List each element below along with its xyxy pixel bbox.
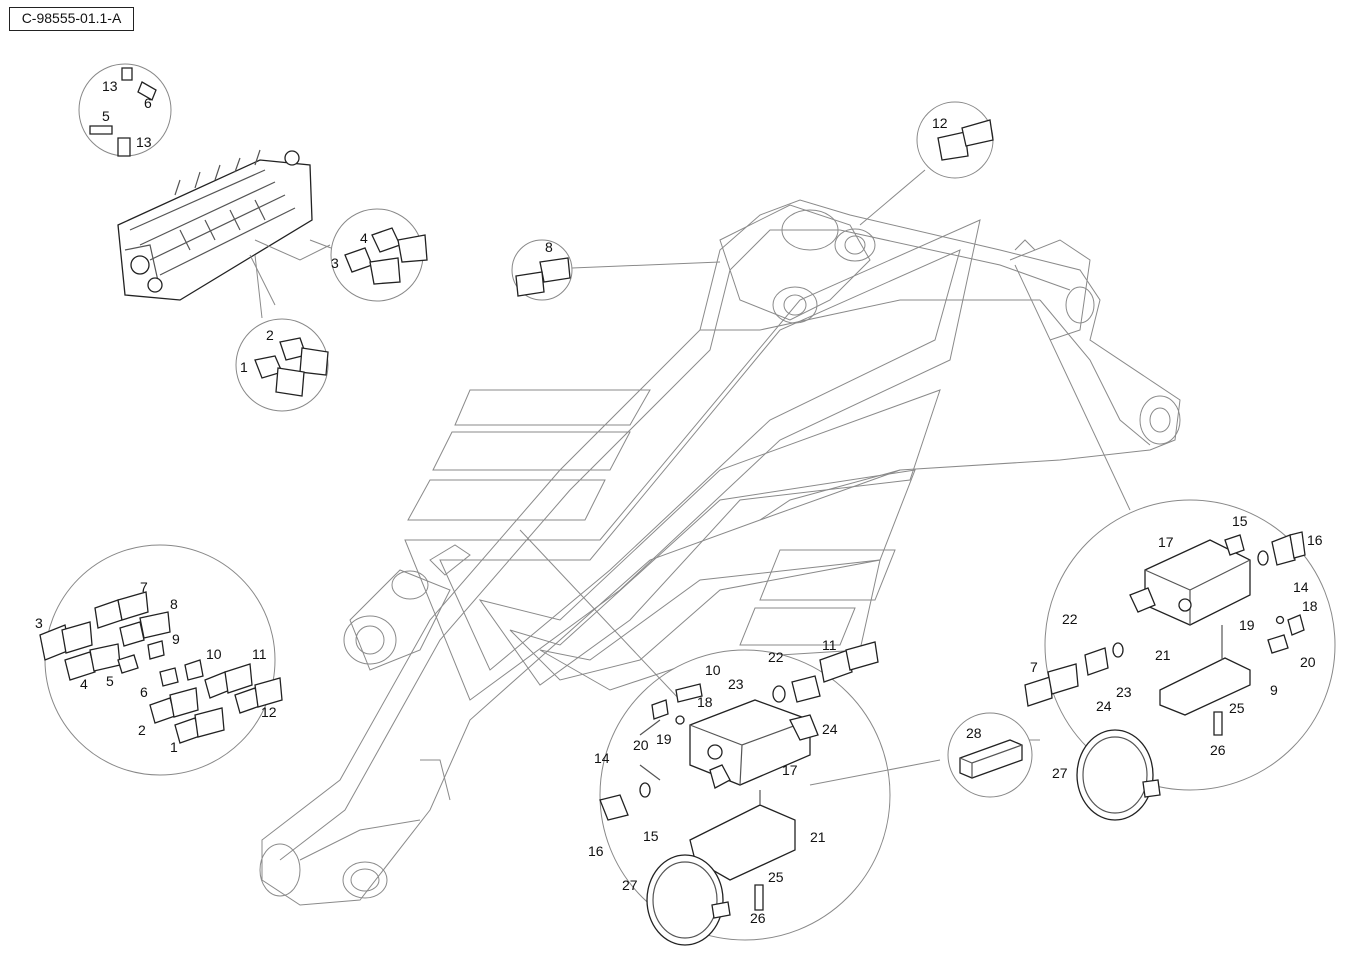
callout-5-top: 5: [102, 108, 110, 124]
callout-3-upper: 3: [331, 255, 339, 271]
callout-23-right: 23: [1116, 684, 1132, 700]
callout-12-left: 12: [261, 704, 277, 720]
callout-8-left: 8: [170, 596, 178, 612]
detail-circle-valve-middle: 10 11 22 18 23 24 20 19 14 17 15 16 21 2…: [519, 529, 941, 946]
detail-circle-hose-12: 12: [859, 101, 994, 226]
callout-3-left: 3: [35, 615, 43, 631]
callout-18-mid: 18: [697, 694, 713, 710]
detail-circle-hoses-1-2: 2 1: [235, 318, 329, 412]
callout-17-mid: 17: [782, 762, 798, 778]
callout-14-mid: 14: [594, 750, 610, 766]
callout-16-mid: 16: [588, 843, 604, 859]
callout-21-mid: 21: [810, 829, 826, 845]
callout-10-mid: 10: [705, 662, 721, 678]
detail-circle-valve-right: 17 15 16 14 18 22 19 20 7 21 24 23 9 25 …: [1000, 264, 1336, 821]
callout-2-left: 2: [138, 722, 146, 738]
callout-12-top: 12: [932, 115, 948, 131]
callout-26-right: 26: [1210, 742, 1226, 758]
callout-1-left: 1: [170, 739, 178, 755]
callout-9-left: 9: [172, 631, 180, 647]
callout-7-left: 7: [140, 579, 148, 595]
drawing-reference-label: C-98555-01.1-A: [9, 7, 134, 31]
callout-7-right: 7: [1030, 659, 1038, 675]
callout-20-right: 20: [1300, 654, 1316, 670]
callout-27-mid: 27: [622, 877, 638, 893]
callout-13-top: 13: [102, 78, 118, 94]
callout-20-mid: 20: [633, 737, 649, 753]
callout-22-right: 22: [1062, 611, 1078, 627]
callout-11-mid: 11: [822, 637, 837, 653]
callout-25-right: 25: [1229, 700, 1245, 716]
detail-circle-pad-28: 28: [947, 712, 1033, 798]
callout-4-left: 4: [80, 676, 88, 692]
callout-28: 28: [966, 725, 982, 741]
callout-17-right: 17: [1158, 534, 1174, 550]
callout-13-bottom: 13: [136, 134, 152, 150]
callout-15-mid: 15: [643, 828, 659, 844]
callout-23-mid: 23: [728, 676, 744, 692]
callout-15-right: 15: [1232, 513, 1248, 529]
callout-24-mid: 24: [822, 721, 838, 737]
control-valve-block: [117, 149, 331, 319]
detail-circle-fittings-left: 3 7 8 9 4 5 10 11 6 12 2 1: [35, 544, 283, 776]
callout-8-top: 8: [545, 239, 553, 255]
stripe-panels: [407, 389, 896, 646]
callout-19-right: 19: [1239, 617, 1255, 633]
callout-18-right: 18: [1302, 598, 1318, 614]
callout-1-upper: 1: [240, 359, 248, 375]
callout-6-left: 6: [140, 684, 148, 700]
callout-9-right: 9: [1270, 682, 1278, 698]
callout-14-right: 14: [1293, 579, 1309, 595]
callout-5-left: 5: [106, 673, 114, 689]
callout-21-right: 21: [1155, 647, 1171, 663]
detail-circle-hoses-3-4: 4 3: [309, 208, 428, 302]
callout-27-right: 27: [1052, 765, 1068, 781]
callout-10-left: 10: [206, 646, 222, 662]
callout-25-mid: 25: [768, 869, 784, 885]
callout-11-left: 11: [252, 646, 267, 662]
callout-2-upper: 2: [266, 327, 274, 343]
callout-22-mid: 22: [768, 649, 784, 665]
callout-24-right: 24: [1096, 698, 1112, 714]
callout-19-mid: 19: [656, 731, 672, 747]
detail-circle-hose-8: 8: [511, 239, 721, 301]
callout-16-right: 16: [1307, 532, 1323, 548]
boom-arm-outline: [259, 199, 1181, 906]
callout-26-mid: 26: [750, 910, 766, 926]
detail-circle-fittings-top: 13 6 5 13: [78, 63, 172, 157]
callout-6-top: 6: [144, 95, 152, 111]
callout-4-upper: 4: [360, 230, 368, 246]
